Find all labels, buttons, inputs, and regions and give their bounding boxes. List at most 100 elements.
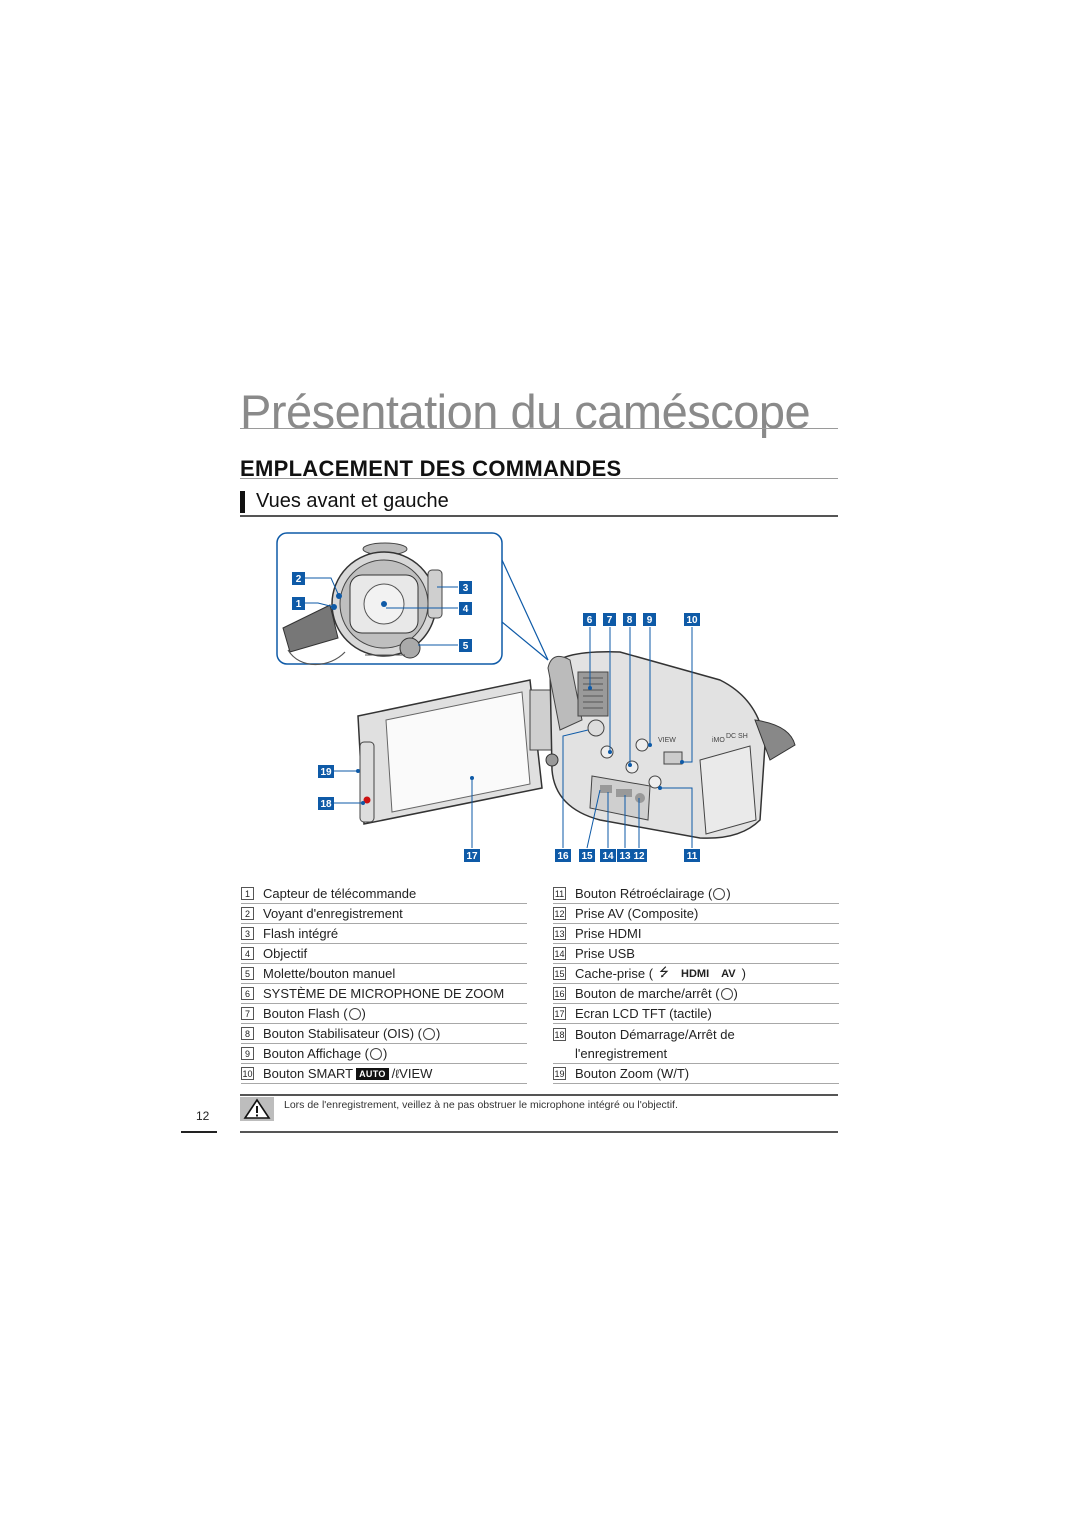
legend-item-continued: l'enregistrement bbox=[553, 1044, 839, 1064]
callout-3: 3 bbox=[459, 581, 472, 594]
callout-16: 16 bbox=[555, 849, 571, 862]
svg-text:10: 10 bbox=[686, 615, 698, 626]
legend-item: 2 Voyant d'enregistrement bbox=[241, 904, 527, 924]
legend-label: Prise AV (Composite) bbox=[575, 906, 699, 921]
inset-connector-line bbox=[501, 621, 549, 661]
legend-number: 1 bbox=[241, 887, 254, 900]
svg-text:16: 16 bbox=[557, 851, 569, 862]
callout-13: 13 bbox=[617, 849, 633, 862]
callout-17: 17 bbox=[464, 849, 480, 862]
legend-item: 13 Prise HDMI bbox=[553, 924, 839, 944]
legend-number bbox=[553, 1047, 566, 1060]
svg-text:5: 5 bbox=[463, 641, 469, 652]
legend-label: Ecran LCD TFT (tactile) bbox=[575, 1006, 712, 1021]
callout-12: 12 bbox=[631, 849, 647, 862]
svg-text:14: 14 bbox=[602, 851, 614, 862]
legend-number: 12 bbox=[553, 907, 566, 920]
svg-text:17: 17 bbox=[466, 851, 478, 862]
legend-item: 15 Cache-prise ( ⭍ HDMI AV ) bbox=[553, 964, 839, 984]
legend-suffix: ) bbox=[726, 886, 731, 901]
svg-text:3: 3 bbox=[463, 583, 469, 594]
legend-label: Bouton Démarrage/Arrêt de bbox=[575, 1026, 735, 1042]
power-icon bbox=[720, 987, 733, 1000]
legend-number: 15 bbox=[553, 967, 566, 980]
legend-label: Molette/bouton manuel bbox=[263, 966, 396, 981]
callout-5: 5 bbox=[459, 639, 472, 652]
legend-item: 11 Bouton Rétroéclairage ( ) bbox=[553, 884, 839, 904]
svg-text:15: 15 bbox=[581, 851, 593, 862]
legend-number: 8 bbox=[241, 1027, 254, 1040]
legend-item: 10 Bouton SMART AUTO / ℓ VIEW bbox=[241, 1064, 527, 1084]
warning-icon bbox=[240, 1097, 274, 1121]
legend-number: 3 bbox=[241, 927, 254, 940]
callout-1: 1 bbox=[292, 597, 305, 610]
subsection-marker bbox=[240, 491, 245, 513]
legend-item: 9 Bouton Affichage ( ) bbox=[241, 1044, 527, 1064]
legend-suffix: ) bbox=[741, 966, 746, 981]
legend-label: Bouton SMART bbox=[263, 1066, 354, 1081]
av-logo: AV bbox=[721, 967, 736, 980]
title-divider bbox=[240, 428, 838, 429]
callout-19: 19 bbox=[318, 765, 334, 778]
svg-text:4: 4 bbox=[463, 604, 469, 615]
camcorder-front-view bbox=[282, 542, 443, 665]
legend-number: 2 bbox=[241, 907, 254, 920]
legend-number: 19 bbox=[553, 1067, 566, 1080]
legend-item: 14 Prise USB bbox=[553, 944, 839, 964]
callout-7: 7 bbox=[603, 613, 616, 626]
legend-item: 19 Bouton Zoom (W/T) bbox=[553, 1064, 839, 1084]
ois-icon bbox=[422, 1027, 435, 1040]
legend-item: 5 Molette/bouton manuel bbox=[241, 964, 527, 984]
callout-9: 9 bbox=[643, 613, 656, 626]
legend-label: Objectif bbox=[263, 946, 308, 961]
legend-number: 7 bbox=[241, 1007, 254, 1020]
callout-6: 6 bbox=[583, 613, 596, 626]
legend-item: 4 Objectif bbox=[241, 944, 527, 964]
svg-text:13: 13 bbox=[619, 851, 631, 862]
legend-number: 18 bbox=[553, 1027, 566, 1041]
callout-4: 4 bbox=[459, 602, 472, 615]
legend-suffix: ) bbox=[383, 1046, 388, 1061]
legend-item: 18 Bouton Démarrage/Arrêt de bbox=[553, 1024, 839, 1044]
backlight-icon bbox=[713, 887, 726, 900]
auto-badge: AUTO bbox=[356, 1067, 389, 1080]
legend-label: Flash intégré bbox=[263, 926, 339, 941]
warning-top-divider bbox=[240, 1094, 838, 1096]
legend-item: 6 SYSTÈME DE MICROPHONE DE ZOOM bbox=[241, 984, 527, 1004]
legend-number: 6 bbox=[241, 987, 254, 1000]
svg-text:9: 9 bbox=[647, 615, 653, 626]
legend-label: Voyant d'enregistrement bbox=[263, 906, 403, 921]
legend-item: 16 Bouton de marche/arrêt ( ) bbox=[553, 984, 839, 1004]
legend-item: 17 Ecran LCD TFT (tactile) bbox=[553, 1004, 839, 1024]
legend-item: 12 Prise AV (Composite) bbox=[553, 904, 839, 924]
legend-suffix-view: VIEW bbox=[399, 1066, 433, 1081]
svg-text:7: 7 bbox=[607, 615, 613, 626]
legend-suffix: ) bbox=[733, 986, 738, 1001]
callout-14: 14 bbox=[600, 849, 616, 862]
view-label: VIEW bbox=[658, 737, 676, 744]
subsection-title: Vues avant et gauche bbox=[256, 490, 449, 512]
legend-label: Prise HDMI bbox=[575, 926, 642, 941]
legend-label: Cache-prise ( bbox=[575, 966, 654, 981]
camcorder-left-view: VIEW iMO DC SH bbox=[357, 651, 796, 839]
callout-10: 10 bbox=[684, 613, 700, 626]
legend-suffix: ) bbox=[361, 1006, 366, 1021]
legend-number: 4 bbox=[241, 947, 254, 960]
legend-item: 8 Bouton Stabilisateur (OIS) ( ) bbox=[241, 1024, 527, 1044]
legend-label: Prise USB bbox=[575, 946, 635, 961]
inset-connector-line bbox=[501, 559, 549, 661]
section-divider bbox=[240, 478, 838, 479]
warning-bottom-divider bbox=[240, 1131, 838, 1133]
legend-label: l'enregistrement bbox=[575, 1046, 668, 1061]
warning-text: Lors de l'enregistrement, veillez à ne p… bbox=[284, 1099, 678, 1111]
svg-text:18: 18 bbox=[320, 799, 332, 810]
legend-left: 1 Capteur de télécommande 2 Voyant d'enr… bbox=[241, 884, 527, 1084]
legend-number: 5 bbox=[241, 967, 254, 980]
legend-number: 11 bbox=[553, 887, 566, 900]
legend-label: Bouton Flash ( bbox=[263, 1006, 348, 1021]
svg-text:2: 2 bbox=[296, 574, 302, 585]
legend-number: 10 bbox=[241, 1067, 254, 1080]
legend-item: 3 Flash intégré bbox=[241, 924, 527, 944]
section-title: EMPLACEMENT DES COMMANDES bbox=[240, 456, 622, 481]
display-icon bbox=[370, 1047, 383, 1060]
